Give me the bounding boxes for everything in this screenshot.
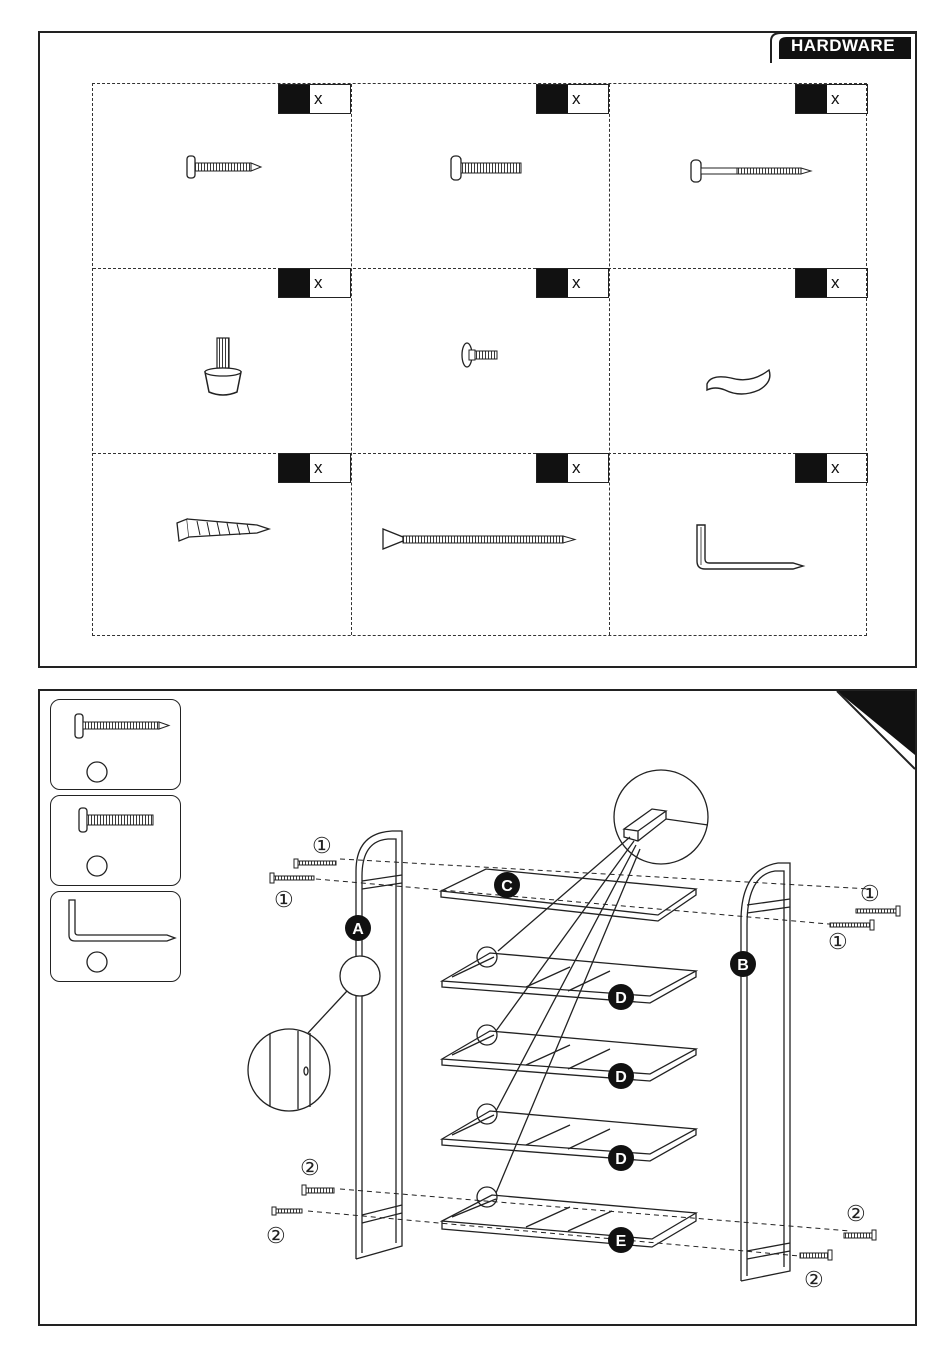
hardware-cell-washer-screw: x xyxy=(351,268,609,453)
part-label-d1-text: D xyxy=(615,990,627,1007)
assembly-step-panel: A B C D D D E ① ① ① ① ② ② ② ② xyxy=(38,689,917,1326)
quantity-box: x xyxy=(795,268,868,298)
callout-2: ② xyxy=(300,1155,320,1180)
assembly-diagram: A B C D D D E ① ① ① ① ② ② ② ② xyxy=(40,691,915,1324)
quantity-symbol: x xyxy=(568,269,608,297)
allen-key-icon xyxy=(693,521,813,573)
wall-anchor-icon xyxy=(173,515,273,549)
zoom-detail-frame-hole xyxy=(248,1029,330,1111)
short-screw-icon xyxy=(185,152,265,182)
part-label-d-3: D xyxy=(608,1145,634,1171)
part-label-e-text: E xyxy=(616,1233,627,1250)
short-bolt-icon xyxy=(449,152,529,184)
callout-2: ② xyxy=(804,1267,824,1292)
side-frame-a xyxy=(356,831,402,1259)
callout-1: ① xyxy=(312,833,332,858)
part-label-d2-text: D xyxy=(615,1069,627,1086)
callout-2: ② xyxy=(266,1223,286,1248)
hardware-cell-short-screw: x xyxy=(93,84,351,268)
hardware-cell-long-screw: x xyxy=(609,84,868,268)
quantity-box: x xyxy=(536,84,609,114)
screw-2-left xyxy=(272,1207,302,1215)
quantity-box: x xyxy=(278,84,351,114)
part-label-d3-text: D xyxy=(615,1151,627,1168)
hardware-tab: HARDWARE xyxy=(769,31,917,63)
quantity-box: x xyxy=(278,453,351,483)
hardware-cell-leveling-foot: x xyxy=(93,268,351,453)
screw-2-left-top xyxy=(302,1185,334,1195)
callout-1: ① xyxy=(860,881,880,906)
callout-1: ① xyxy=(274,887,294,912)
quantity-symbol: x xyxy=(310,269,350,297)
zoom-hole-marker xyxy=(340,956,380,996)
shelf-d-1 xyxy=(442,953,696,1003)
hardware-cell-wall-clip: x xyxy=(609,268,868,453)
quantity-box: x xyxy=(795,84,868,114)
hardware-cell-wood-screw: x xyxy=(351,453,609,637)
quantity-symbol: x xyxy=(568,85,608,113)
quantity-symbol: x xyxy=(568,454,608,482)
callout-2: ② xyxy=(846,1201,866,1226)
hardware-title: HARDWARE xyxy=(775,35,911,57)
quantity-box: x xyxy=(536,453,609,483)
wall-clip-icon xyxy=(701,364,781,400)
wood-screw-icon xyxy=(381,525,581,553)
quantity-symbol: x xyxy=(827,269,867,297)
long-screw-icon xyxy=(689,156,814,186)
quantity-box: x xyxy=(536,268,609,298)
part-label-c-text: C xyxy=(501,878,513,895)
leveling-foot-icon xyxy=(197,334,257,398)
shelf-e xyxy=(442,1195,696,1247)
hardware-cell-short-bolt: x xyxy=(351,84,609,268)
shelf-d-3 xyxy=(442,1111,696,1161)
hardware-cell-allen-key: x xyxy=(609,453,868,637)
part-label-b: B xyxy=(730,951,756,977)
screw-2-right-top xyxy=(844,1230,876,1240)
top-board-c xyxy=(441,869,696,915)
callout-1: ① xyxy=(828,929,848,954)
hardware-cell-wall-anchor: x xyxy=(93,453,351,637)
quantity-symbol: x xyxy=(827,85,867,113)
hardware-panel: HARDWARE x x x xyxy=(38,31,917,668)
quantity-symbol: x xyxy=(310,454,350,482)
hardware-grid: x x x x xyxy=(92,83,867,636)
part-label-e: E xyxy=(608,1227,634,1253)
quantity-symbol: x xyxy=(310,85,350,113)
part-label-c: C xyxy=(494,872,520,898)
part-label-a-text: A xyxy=(352,921,364,938)
quantity-box: x xyxy=(795,453,868,483)
shelf-d-2 xyxy=(442,1031,696,1081)
washer-screw-icon xyxy=(457,340,507,370)
part-label-b-text: B xyxy=(737,957,749,974)
part-label-a: A xyxy=(345,915,371,941)
side-frame-b xyxy=(741,863,790,1281)
quantity-box: x xyxy=(278,268,351,298)
screw-1-top-left xyxy=(294,859,336,868)
screw-2-right xyxy=(800,1250,832,1260)
screw-1-left xyxy=(270,873,314,883)
part-label-d-2: D xyxy=(608,1063,634,1089)
quantity-symbol: x xyxy=(827,454,867,482)
screw-1-right-top xyxy=(856,906,900,916)
part-label-d-1: D xyxy=(608,984,634,1010)
